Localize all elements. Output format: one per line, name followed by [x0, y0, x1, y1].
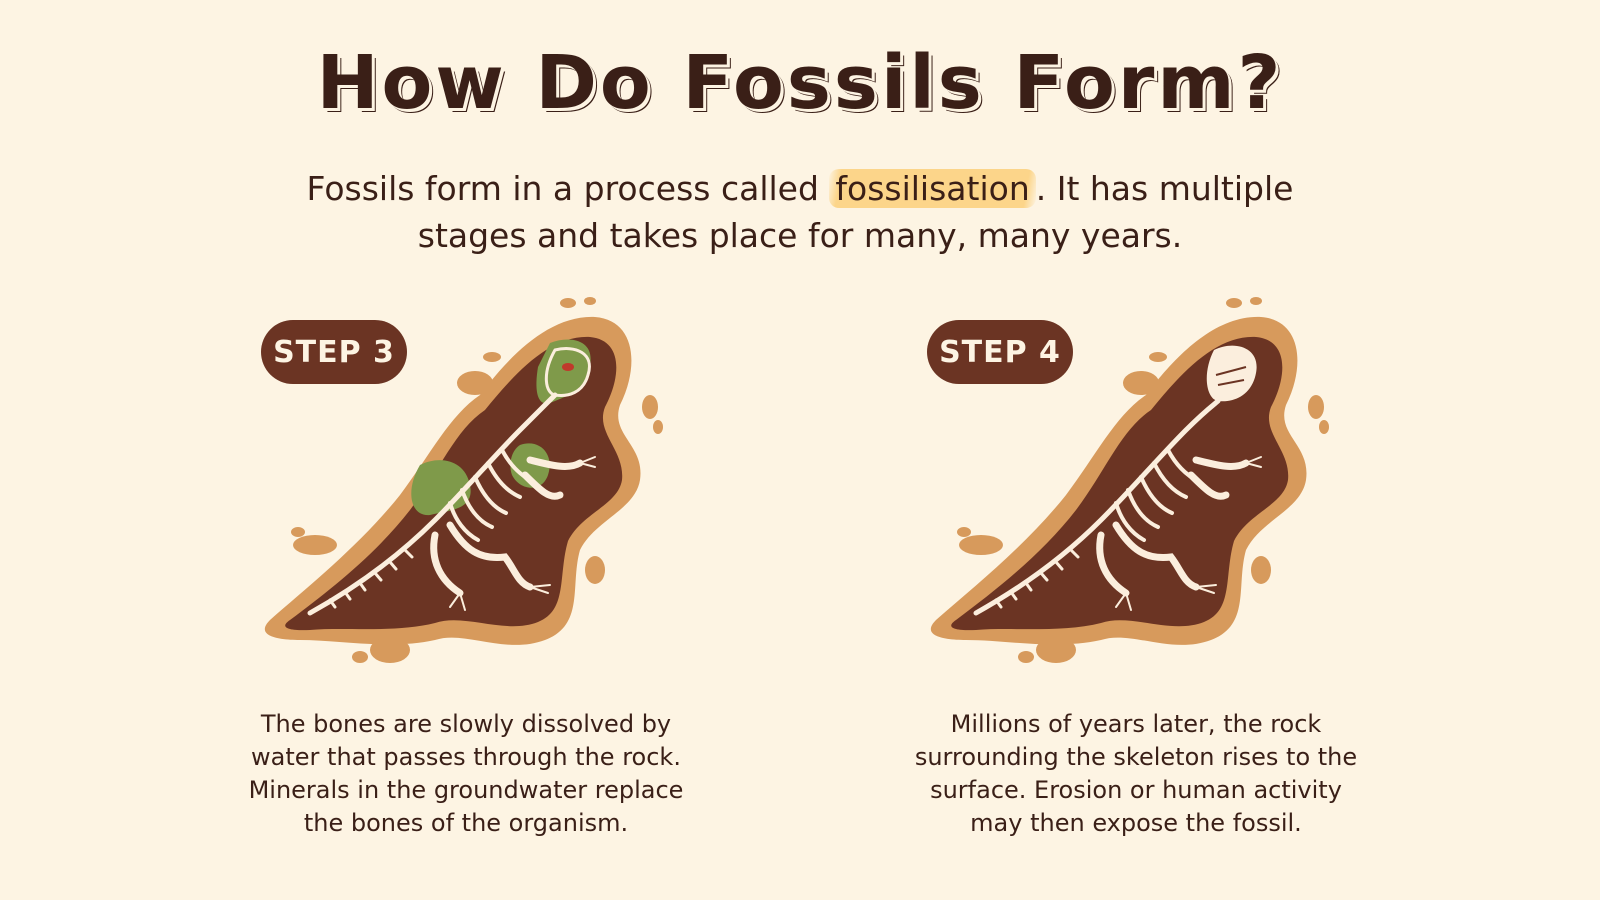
step-3-caption: The bones are slowly dissolved by water … — [248, 710, 684, 837]
step-4-badge: STEP 4 — [927, 320, 1073, 384]
intro-text: Fossils form in a process called fossili… — [250, 165, 1350, 259]
highlighted-term: fossilisation — [829, 169, 1036, 208]
dinosaur-fossil-skeleton-illustration — [930, 297, 1329, 663]
intro-text-start: Fossils form in a process called — [306, 169, 830, 208]
page-title: How Do Fossils Form? — [316, 40, 1284, 126]
step-3-badge: STEP 3 — [261, 320, 407, 384]
intro-text-end: . It has multiple stages and takes place… — [417, 169, 1294, 255]
dinosaur-fossil-mineralised-illustration — [264, 297, 663, 663]
step-4-caption: Millions of years later, the rock surrou… — [914, 710, 1358, 837]
